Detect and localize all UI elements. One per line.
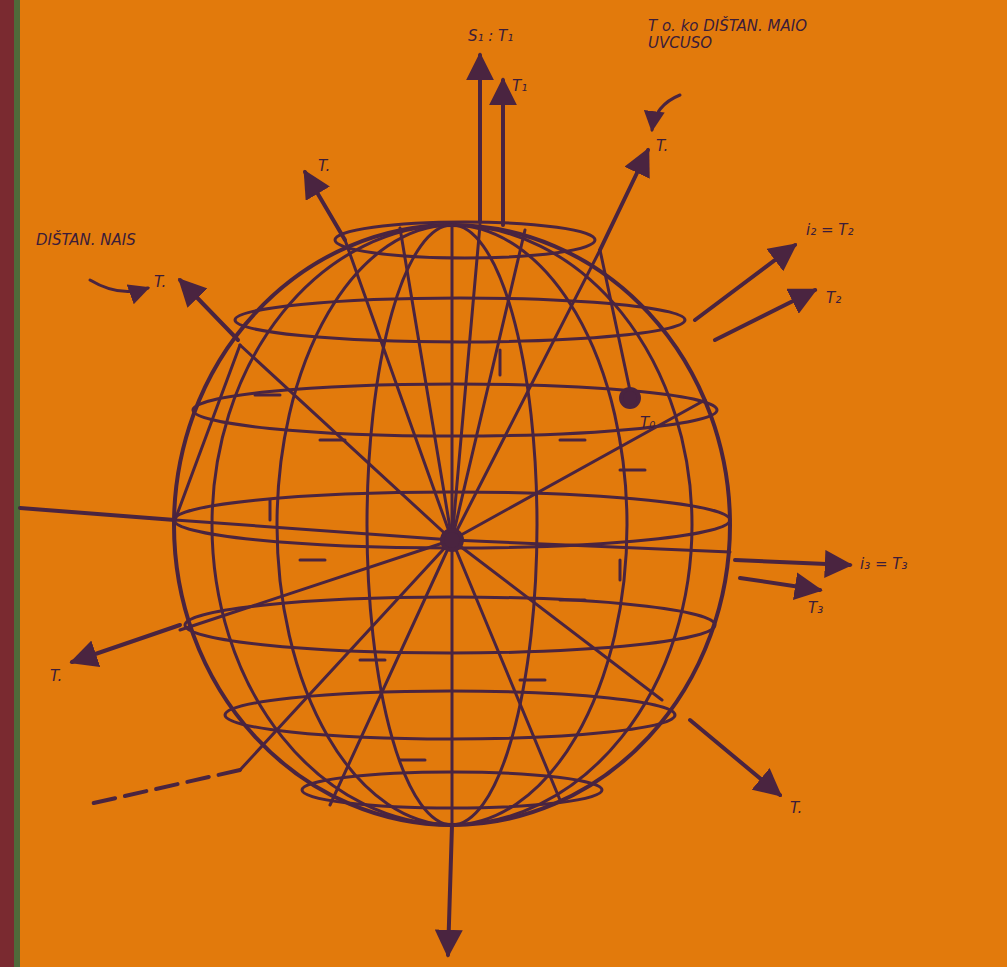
note-text: T o. ko DIŠTAN. MAIO UVCUSO [648,18,848,53]
meridian-lines [212,225,692,825]
vector-label: T. [50,668,62,685]
leader-arrow [652,95,680,130]
leader-arrow [90,280,148,292]
centre-dot [442,530,462,550]
vector-label: T. [790,800,802,817]
dashed-axis [85,770,240,805]
radial-lines [175,225,730,805]
edge-strip [0,0,14,967]
sphere-outline [174,225,730,825]
vector-label: i₂ = T₂ [806,222,853,239]
axis-line [20,508,175,520]
axis-arrow [448,825,452,955]
vector-arrows [72,55,850,795]
vector-label: i₃ = T₃ [860,556,907,573]
tick-marks [255,350,645,760]
vector-label: T₁ [512,78,527,95]
note-text: DIŠTAN. NAIS [36,232,136,249]
vector-label: T₀ [640,415,655,432]
vector-label: T. [318,158,330,175]
vector-label: T. [154,274,166,291]
point-dot [621,389,639,407]
vector-label: T₂ [826,290,841,307]
vector-label: T₃ [808,600,823,617]
vector-label: T. [656,138,668,155]
vector-label: S₁ : T₁ [468,28,513,45]
edge-strip [14,0,20,967]
